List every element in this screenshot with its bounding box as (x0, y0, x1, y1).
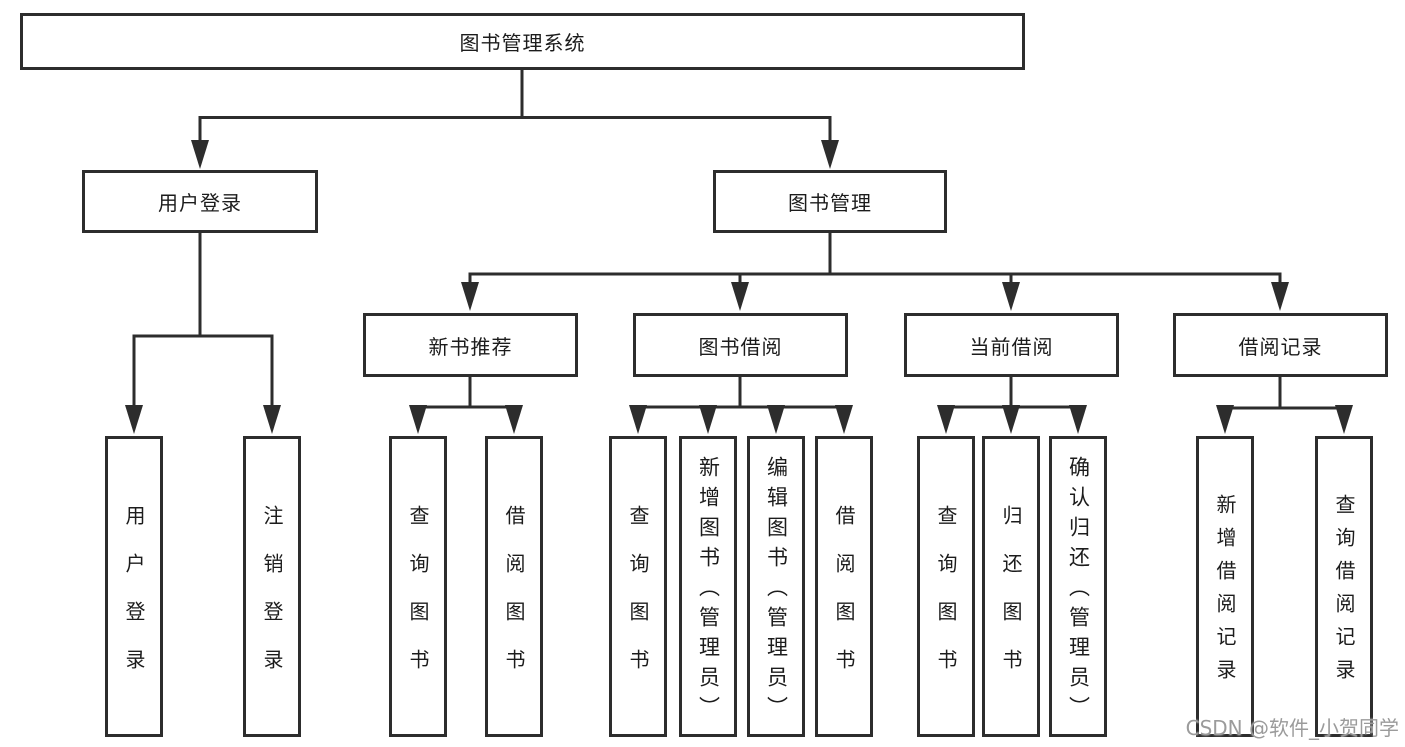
leaf-user-login: 用户登录 (105, 436, 163, 737)
leaf-logout: 注销登录 (243, 436, 301, 737)
node-user-login: 用户登录 (82, 170, 318, 233)
node-book-management: 图书管理 (713, 170, 947, 233)
leaf-edit-books-admin: 编辑图书（管理员） (747, 436, 805, 737)
leaf-label: 确认归还（管理员） (1066, 456, 1091, 726)
leaf-return-books: 归还图书 (982, 436, 1040, 737)
leaf-add-borrow-record: 新增借阅记录 (1196, 436, 1254, 737)
leaf-label: 新增借阅记录 (1213, 494, 1237, 692)
leaf-label: 借阅图书 (832, 504, 856, 697)
leaf-label: 查询图书 (626, 504, 650, 697)
node-new-book-recommendation: 新书推荐 (363, 313, 578, 377)
leaf-borrow-books-borrowing: 借阅图书 (815, 436, 873, 737)
leaf-label: 新增图书（管理员） (696, 456, 721, 726)
leaf-label: 归还图书 (999, 504, 1023, 697)
leaf-add-books-admin: 新增图书（管理员） (679, 436, 737, 737)
node-book-borrowing: 图书借阅 (633, 313, 848, 377)
leaf-query-books-borrowing: 查询图书 (609, 436, 667, 737)
leaf-label: 查询图书 (934, 504, 958, 697)
leaf-borrow-books-recommend: 借阅图书 (485, 436, 543, 737)
node-borrowing-records: 借阅记录 (1173, 313, 1388, 377)
leaf-query-books-recommend: 查询图书 (389, 436, 447, 737)
node-current-borrowing: 当前借阅 (904, 313, 1119, 377)
leaf-label: 用户登录 (122, 504, 146, 697)
leaf-label: 编辑图书（管理员） (764, 456, 789, 726)
node-library-management-system: 图书管理系统 (20, 13, 1025, 70)
leaf-label: 借阅图书 (502, 504, 526, 697)
leaf-confirm-return-admin: 确认归还（管理员） (1049, 436, 1107, 737)
leaf-label: 查询借阅记录 (1332, 494, 1356, 692)
leaf-label: 查询图书 (406, 504, 430, 697)
leaf-label: 注销登录 (260, 504, 284, 697)
leaf-query-borrow-record: 查询借阅记录 (1315, 436, 1373, 737)
leaf-query-books-current: 查询图书 (917, 436, 975, 737)
